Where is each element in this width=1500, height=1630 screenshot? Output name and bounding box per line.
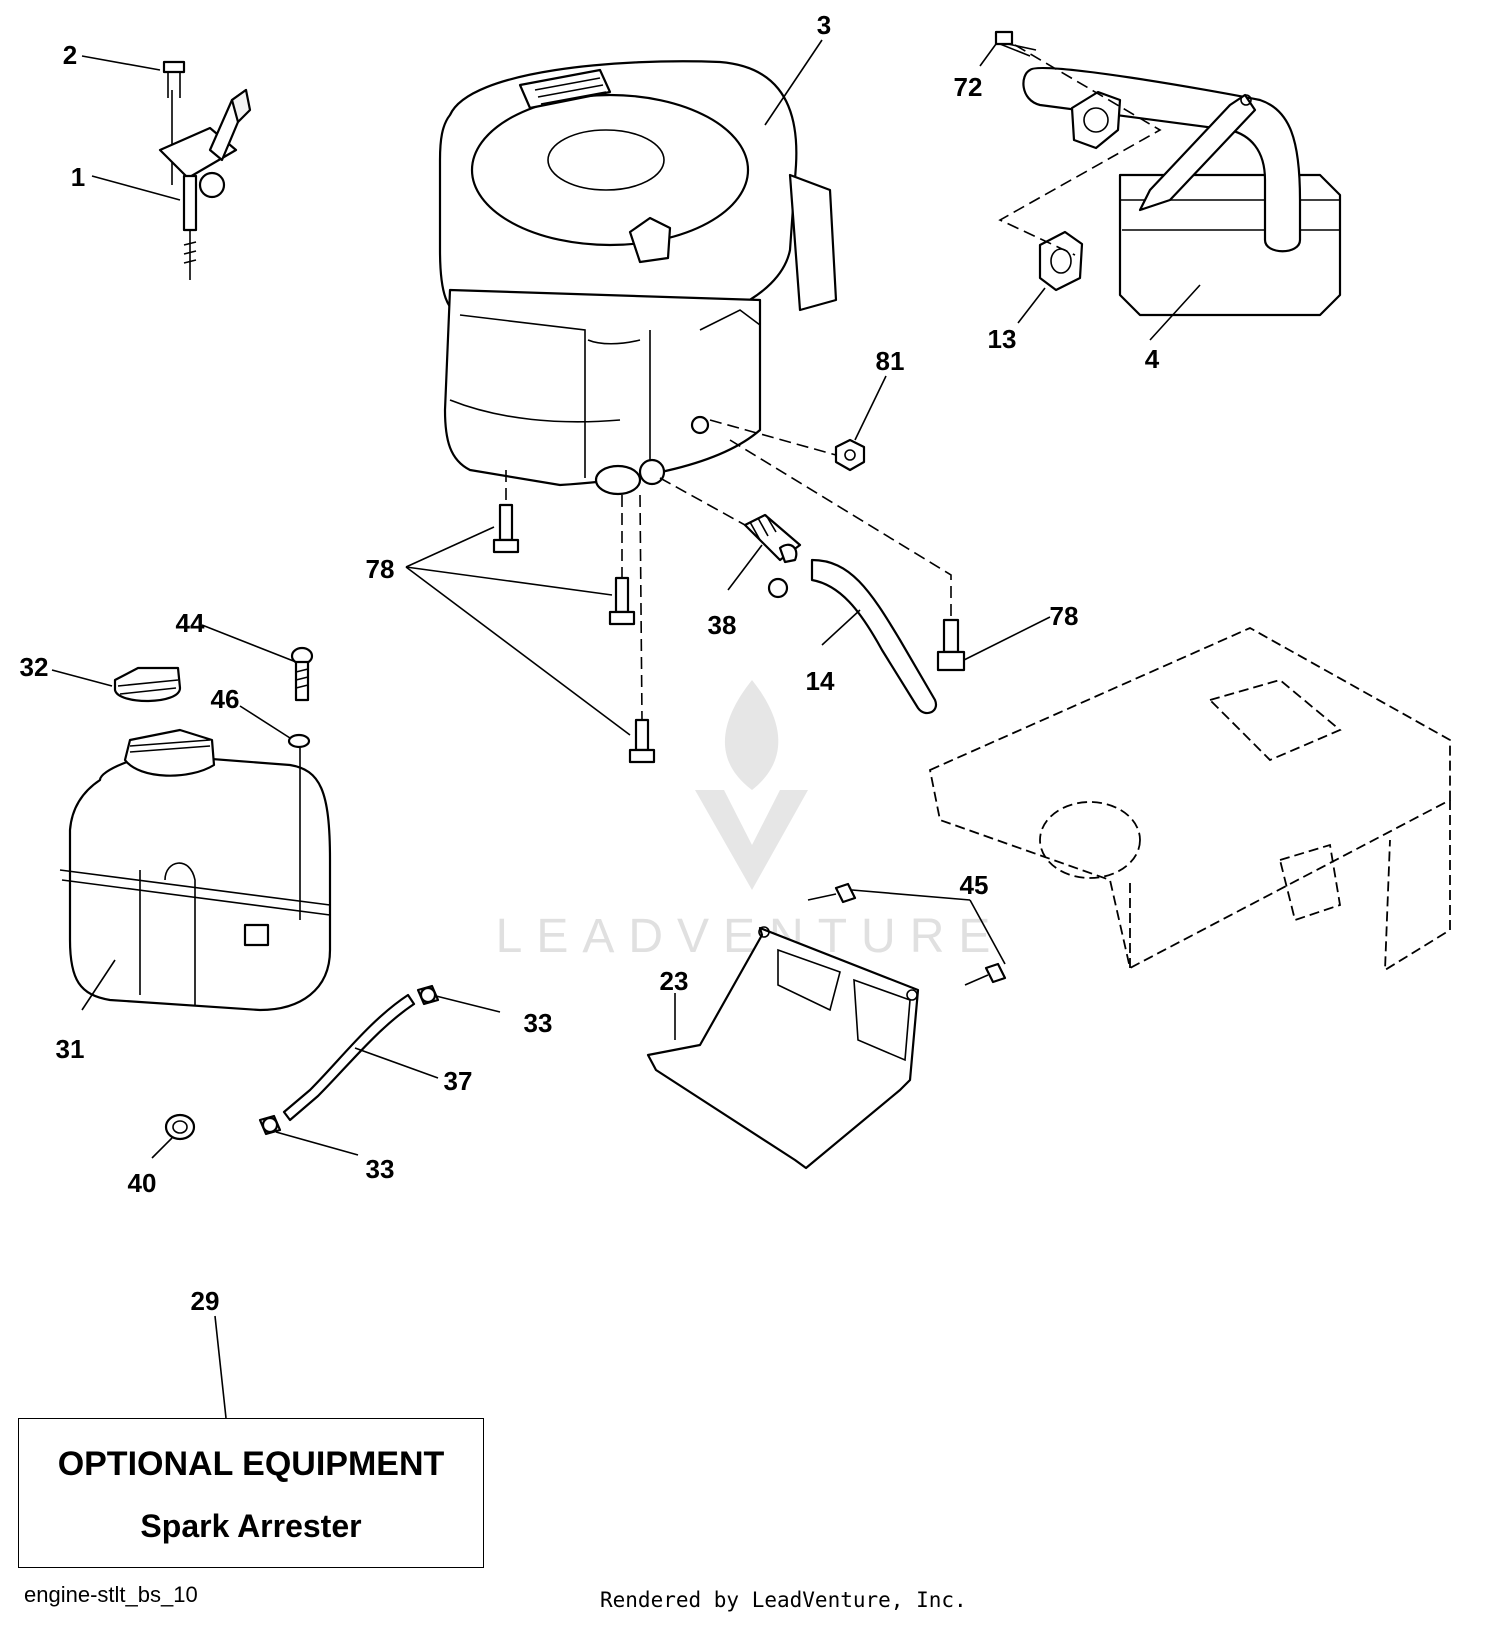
callout-32: 32 [20, 652, 49, 682]
callout-40: 40 [128, 1168, 157, 1198]
callout-44: 44 [176, 608, 205, 638]
optional-equipment-box: OPTIONAL EQUIPMENT Spark Arrester [18, 1418, 484, 1568]
nut-part [709, 419, 866, 472]
callout-2: 2 [63, 40, 77, 70]
callout-45: 45 [960, 870, 989, 900]
fuel-line-part [164, 984, 440, 1141]
callout-38: 38 [708, 610, 737, 640]
render-credit: Rendered by LeadVenture, Inc. [600, 1588, 967, 1612]
throttle-control-part [158, 60, 252, 280]
callout-37: 37 [444, 1066, 473, 1096]
callout-81: 81 [876, 346, 905, 376]
fuel-tank-part [59, 666, 332, 1012]
callout-1: 1 [71, 162, 85, 192]
figure-code: engine-stlt_bs_10 [24, 1582, 198, 1607]
fuel-filter-part [659, 477, 938, 715]
leader-lines [51, 39, 1201, 1419]
flame-logo-icon [724, 680, 779, 790]
callout-31: 31 [56, 1034, 85, 1064]
callout-3: 3 [817, 10, 831, 40]
callout-13: 13 [988, 324, 1017, 354]
leadventure-watermark: LEADVENTURE [496, 680, 1005, 963]
mounting-plate-part [646, 882, 1007, 1170]
callout-46: 46 [211, 684, 240, 714]
callout-72: 72 [954, 72, 983, 102]
v-logo-icon [695, 790, 808, 890]
tractor-frame-reference [928, 626, 1451, 972]
callout-33-a: 33 [524, 1008, 553, 1038]
callout-78-a: 78 [366, 554, 395, 584]
callout-14: 14 [806, 666, 835, 696]
callout-78-b: 78 [1050, 601, 1079, 631]
muffler-part [994, 30, 1342, 317]
callout-33-b: 33 [366, 1154, 395, 1184]
optional-equipment-title: OPTIONAL EQUIPMENT [57, 1445, 445, 1483]
engine-part [438, 60, 838, 496]
optional-equipment-item: Spark Arrester [140, 1508, 362, 1544]
callout-labels: 2 1 3 72 13 4 81 78 78 38 14 44 32 46 31… [20, 10, 1160, 1316]
watermark-text: LEADVENTURE [496, 910, 1005, 963]
bolts-part [492, 439, 966, 764]
callout-4: 4 [1145, 344, 1160, 374]
tank-screw-part [287, 646, 314, 920]
callout-23: 23 [660, 966, 689, 996]
callout-29: 29 [191, 1286, 220, 1316]
